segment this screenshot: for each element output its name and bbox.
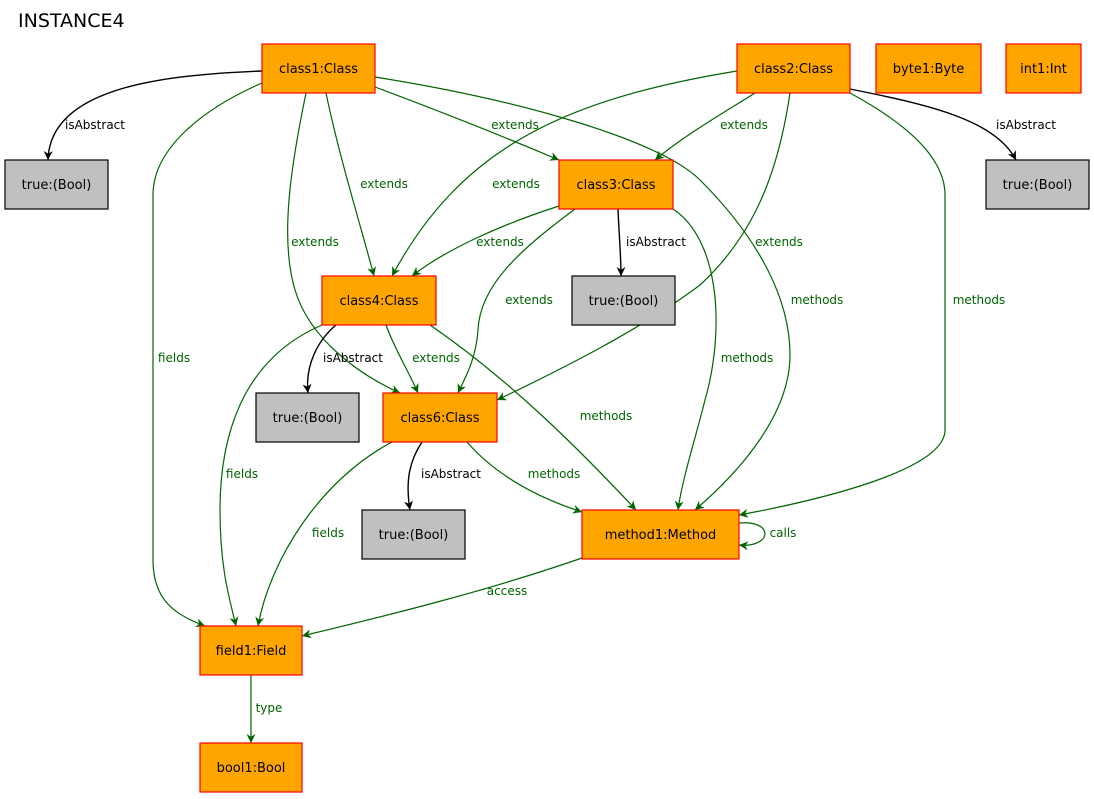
node-box-method1 xyxy=(581,509,740,560)
node-true_b: true:(Bool) xyxy=(985,159,1090,210)
node-box-true_c xyxy=(571,275,676,326)
node-method1: method1:Method xyxy=(581,509,740,560)
edge-class1-class4 xyxy=(325,92,377,277)
edge-label-class4-true_d: isAbstract xyxy=(323,351,383,365)
node-bool1: bool1:Bool xyxy=(199,742,303,793)
edge-label-class2-true_b: isAbstract xyxy=(996,118,1056,132)
edge-label-class3-true_c: isAbstract xyxy=(626,235,686,249)
edge-class3-method1 xyxy=(672,208,717,511)
node-box-true_a xyxy=(4,159,109,210)
node-label-true_d: true:(Bool) xyxy=(273,411,343,426)
node-box-class2 xyxy=(736,43,851,94)
node-label-true_a: true:(Bool) xyxy=(22,178,92,193)
edge-label-class1-class6: extends xyxy=(291,235,339,249)
edge-class4-method1 xyxy=(429,324,637,511)
edge-label-class2-class6: extends xyxy=(755,235,803,249)
node-label-class3: class3:Class xyxy=(576,178,655,193)
edge-label-class2-method1: methods xyxy=(953,293,1006,307)
edge-label-class1-class3: extends xyxy=(491,118,539,132)
node-label-true_e: true:(Bool) xyxy=(379,528,449,543)
node-true_e: true:(Bool) xyxy=(361,509,466,560)
node-box-true_e xyxy=(361,509,466,560)
node-box-class4 xyxy=(321,275,437,326)
node-label-true_b: true:(Bool) xyxy=(1003,178,1073,193)
node-label-field1: field1:Field xyxy=(216,644,287,659)
edge-label-class3-class4: extends xyxy=(476,235,524,249)
edge-class6-field1 xyxy=(255,441,393,627)
node-int1: int1:Int xyxy=(1005,43,1082,94)
edge-method1-method1 xyxy=(738,522,766,551)
node-label-class6: class6:Class xyxy=(400,411,479,426)
edge-class6-method1 xyxy=(466,441,583,514)
edge-label-class1-class4: extends xyxy=(360,177,408,191)
node-box-int1 xyxy=(1005,43,1082,94)
edge-label-class1-field1: fields xyxy=(158,351,190,365)
edge-class3-true_c xyxy=(616,208,626,277)
node-byte1: byte1:Byte xyxy=(875,43,982,94)
edge-label-class4-class6: extends xyxy=(412,351,460,365)
edge-class1-method1 xyxy=(374,76,791,511)
node-label-int1: int1:Int xyxy=(1020,62,1067,77)
edge-label-class2-class3: extends xyxy=(720,118,768,132)
node-true_a: true:(Bool) xyxy=(4,159,109,210)
edge-class1-class3 xyxy=(374,86,560,161)
node-box-class1 xyxy=(261,43,376,94)
edge-method1-field1 xyxy=(301,557,583,639)
node-field1: field1:Field xyxy=(199,625,303,676)
edge-label-method1-field1: access xyxy=(487,584,527,598)
edge-class1-class6 xyxy=(287,92,401,394)
node-label-class4: class4:Class xyxy=(339,294,418,309)
edge-label-method1-method1: calls xyxy=(770,526,797,540)
node-label-class1: class1:Class xyxy=(279,62,358,77)
node-box-class3 xyxy=(558,159,674,210)
node-true_c: true:(Bool) xyxy=(571,275,676,326)
edge-class4-class6 xyxy=(385,324,419,394)
edge-label-class3-method1: methods xyxy=(721,351,774,365)
node-box-true_d xyxy=(255,392,360,443)
node-class3: class3:Class xyxy=(558,159,674,210)
node-true_d: true:(Bool) xyxy=(255,392,360,443)
node-label-method1: method1:Method xyxy=(605,528,717,543)
edge-class1-true_a xyxy=(43,70,263,161)
node-box-true_b xyxy=(985,159,1090,210)
node-label-bool1: bool1:Bool xyxy=(217,761,286,776)
edge-class1-field1 xyxy=(152,82,263,628)
edge-label-class4-field1: fields xyxy=(226,467,258,481)
node-class1: class1:Class xyxy=(261,43,376,94)
edge-class2-class3 xyxy=(654,92,756,161)
edge-label-class6-method1: methods xyxy=(528,467,581,481)
diagram-title: INSTANCE4 xyxy=(18,10,125,32)
node-class4: class4:Class xyxy=(321,275,437,326)
edge-class4-true_d xyxy=(302,324,337,394)
edge-label-class3-class6: extends xyxy=(505,293,553,307)
edge-label-class2-class4: extends xyxy=(492,177,540,191)
node-label-class2: class2:Class xyxy=(754,62,833,77)
edge-class2-class6 xyxy=(496,92,791,401)
edge-class6-true_e xyxy=(404,441,423,511)
edge-class3-class6 xyxy=(457,208,576,394)
edge-class2-method1 xyxy=(738,92,946,518)
edge-label-field1-bool1: type xyxy=(256,701,283,715)
edge-class2-true_b xyxy=(849,88,1017,161)
node-box-class6 xyxy=(382,392,498,443)
edge-label-class6-field1: fields xyxy=(312,526,344,540)
node-box-field1 xyxy=(199,625,303,676)
node-box-byte1 xyxy=(875,43,982,94)
node-box-bool1 xyxy=(199,742,303,793)
edge-label-class1-method1: methods xyxy=(791,293,844,307)
node-class2: class2:Class xyxy=(736,43,851,94)
edge-label-class6-true_e: isAbstract xyxy=(421,467,481,481)
edge-label-class1-true_a: isAbstract xyxy=(65,118,125,132)
edge-class2-class4 xyxy=(391,70,738,277)
node-label-byte1: byte1:Byte xyxy=(893,62,964,77)
edge-class4-field1 xyxy=(219,324,323,627)
node-label-true_c: true:(Bool) xyxy=(589,294,659,309)
edge-label-class4-method1: methods xyxy=(580,409,633,423)
edge-class3-class4 xyxy=(411,205,560,277)
node-class6: class6:Class xyxy=(382,392,498,443)
